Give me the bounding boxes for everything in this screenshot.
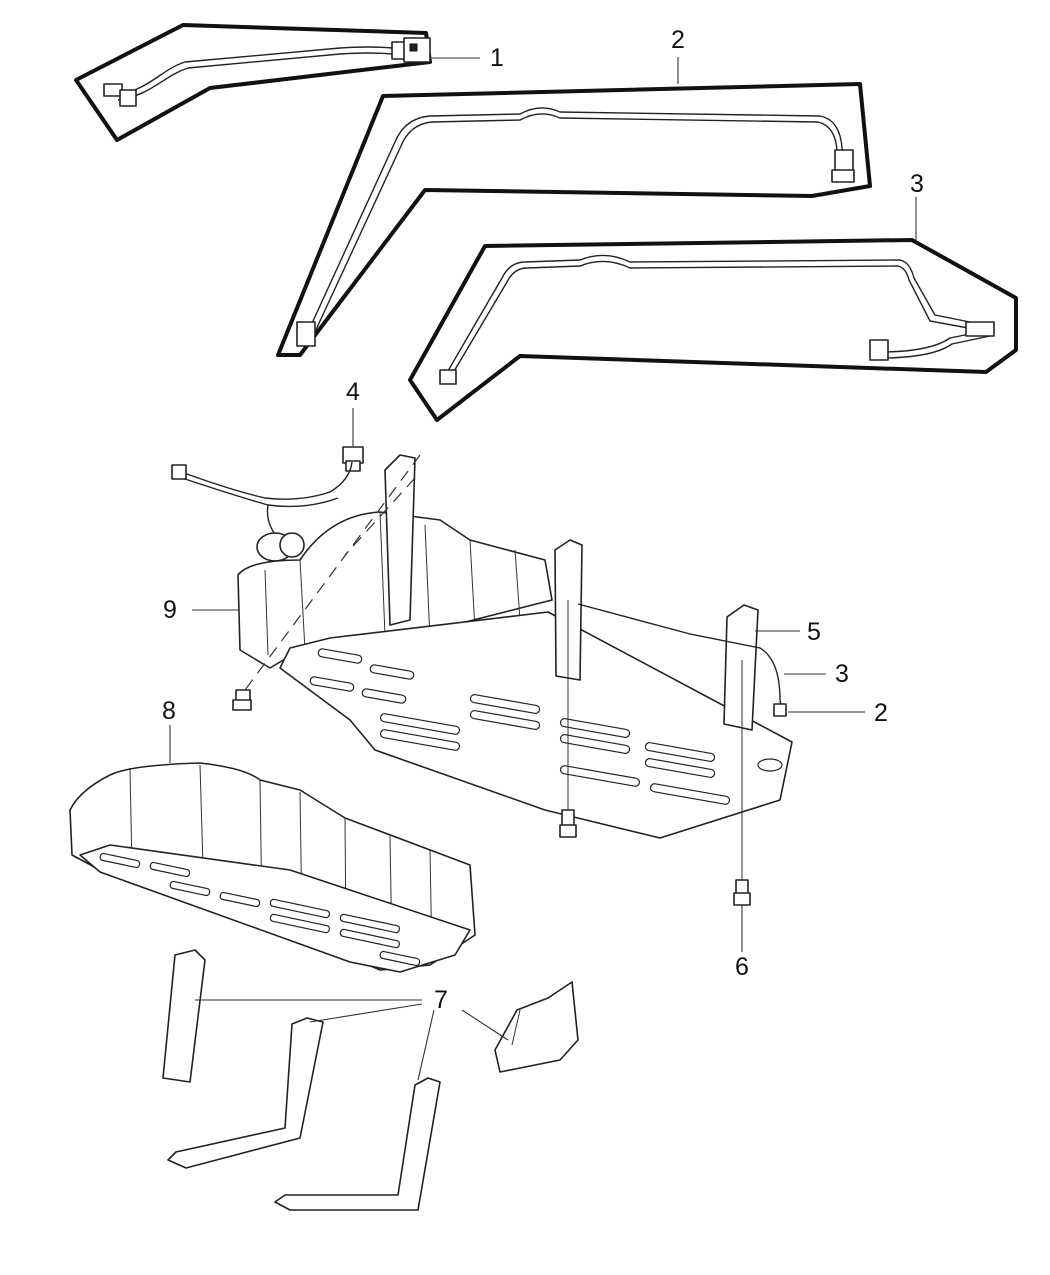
callout-labels: 1 2 3 4 5 3 2 9 8 6 7 xyxy=(162,26,924,1014)
skid-plate-slots xyxy=(309,648,783,805)
callout-4: 4 xyxy=(346,378,360,406)
part-2-fuel-tube xyxy=(276,82,872,357)
part-4-connector xyxy=(342,446,364,472)
part-1-fuel-tube xyxy=(74,23,432,142)
callout-3-side: 3 xyxy=(835,660,849,688)
part-3-fuel-tube-assembly xyxy=(408,238,1018,422)
tank-8-slots xyxy=(99,852,421,967)
callout-2-top: 2 xyxy=(671,26,685,54)
callout-1: 1 xyxy=(490,44,504,72)
callout-5: 5 xyxy=(807,618,821,646)
callout-8: 8 xyxy=(162,697,176,725)
callout-3-top: 3 xyxy=(910,170,924,198)
part-7-straps xyxy=(162,949,579,1211)
part-9-fuel-tank xyxy=(171,454,793,906)
callout-2-side: 2 xyxy=(874,699,888,727)
callout-6: 6 xyxy=(735,953,749,981)
callout-9: 9 xyxy=(163,596,177,624)
part-8-fuel-tank xyxy=(69,762,476,973)
leader-lines xyxy=(169,57,917,1081)
callout-7: 7 xyxy=(434,986,448,1014)
